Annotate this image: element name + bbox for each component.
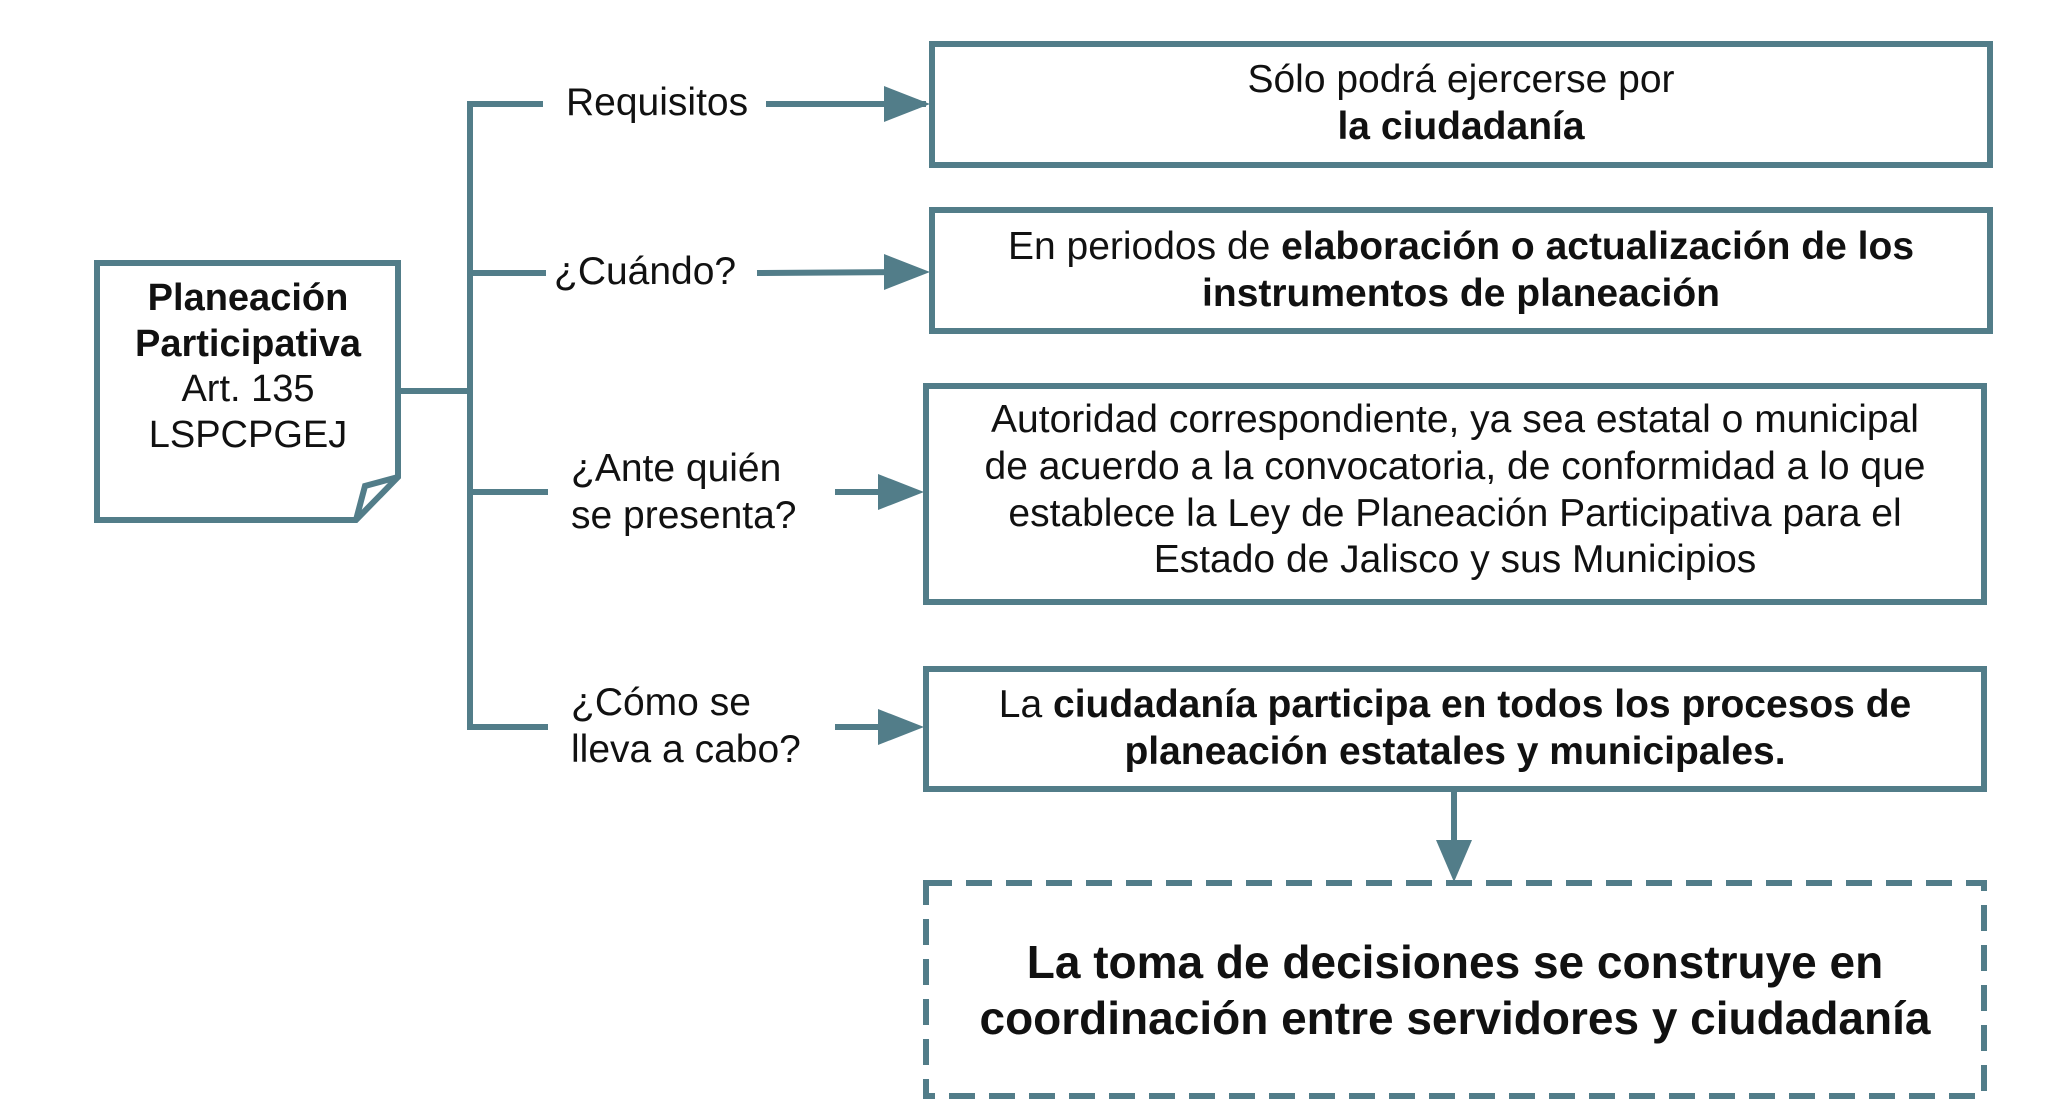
answer-text-como: La ciudadanía participa en todos los pro… (929, 682, 1981, 776)
branch-label-cuando: ¿Cuándo? (554, 249, 736, 296)
answer-line-normal: La (998, 683, 1053, 726)
answer-text-ante-quien: Autoridad correspondiente, ya sea estata… (929, 397, 1981, 584)
branch-label-requisitos: Requisitos (566, 80, 748, 127)
arrowhead-cuando (884, 254, 930, 290)
branch-label-como: ¿Cómo se lleva a cabo? (571, 680, 801, 774)
arrowhead-como (878, 709, 924, 745)
outcome-text: La toma de decisiones se construye en co… (929, 934, 1981, 1046)
branch-label-line: ¿Cuándo? (554, 250, 737, 293)
answer-line-bold: elaboración o actualización de los (1281, 225, 1915, 268)
answer-box-como (923, 666, 1987, 792)
answer-line: En periodos de elaboración o actualizaci… (935, 224, 1987, 271)
source-document-box (94, 260, 401, 523)
branch-label-line: ¿Ante quién (571, 447, 782, 490)
answer-box-requisitos (929, 41, 1993, 168)
branch-label-line: lleva a cabo? (571, 727, 801, 771)
answer-line: Estado de Jalisco y sus Municipios (1153, 538, 1757, 582)
outcome-box (923, 880, 1987, 1099)
answer-text-requisitos: Sólo podrá ejercerse por la ciudadanía (935, 57, 1987, 151)
answer-line-bold: planeación estatales y municipales. (1124, 729, 1786, 773)
answer-line: establece la Ley de Planeación Participa… (1008, 491, 1902, 535)
answer-line-bold: ciudadanía participa en todos los proces… (1053, 683, 1912, 726)
answer-line: La ciudadanía participa en todos los pro… (929, 682, 1981, 729)
source-title-line1: Planeación (147, 277, 349, 319)
source-title-line2: Participativa (135, 322, 361, 365)
arrowhead-to-outcome (1436, 840, 1472, 882)
source-article: Art. 135 (181, 368, 315, 411)
branch-label-line: Requisitos (566, 81, 749, 124)
answer-line: Sólo podrá ejercerse por (1247, 58, 1675, 101)
arrowhead-ante-quien (878, 474, 924, 510)
answer-box-ante-quien (923, 383, 1987, 605)
outcome-line: La toma de decisiones se construye en (1026, 936, 1884, 988)
answer-line: de acuerdo a la convocatoria, de conform… (984, 444, 1926, 488)
answer-line-normal: En periodos de (1007, 225, 1282, 268)
branch-label-line: se presenta? (571, 493, 797, 537)
answer-text-cuando: En periodos de elaboración o actualizaci… (935, 224, 1987, 318)
arrowhead-requisitos (884, 86, 930, 122)
source-law: LSPCPGEJ (148, 413, 348, 456)
source-text: Planeación Participativa Art. 135 LSPCPG… (97, 276, 399, 458)
answer-box-cuando (929, 207, 1993, 334)
answer-line: Autoridad correspondiente, ya sea estata… (991, 398, 1919, 441)
branch-label-ante-quien: ¿Ante quién se presenta? (571, 446, 797, 540)
outcome-line: coordinación entre servidores y ciudadan… (979, 992, 1931, 1045)
answer-line-bold: la ciudadanía (1337, 104, 1585, 148)
answer-line-bold: instrumentos de planeación (1202, 271, 1720, 315)
source-document-fold (353, 474, 399, 521)
branch-label-line: ¿Cómo se (571, 681, 751, 724)
arrow-cuando (756, 269, 901, 276)
